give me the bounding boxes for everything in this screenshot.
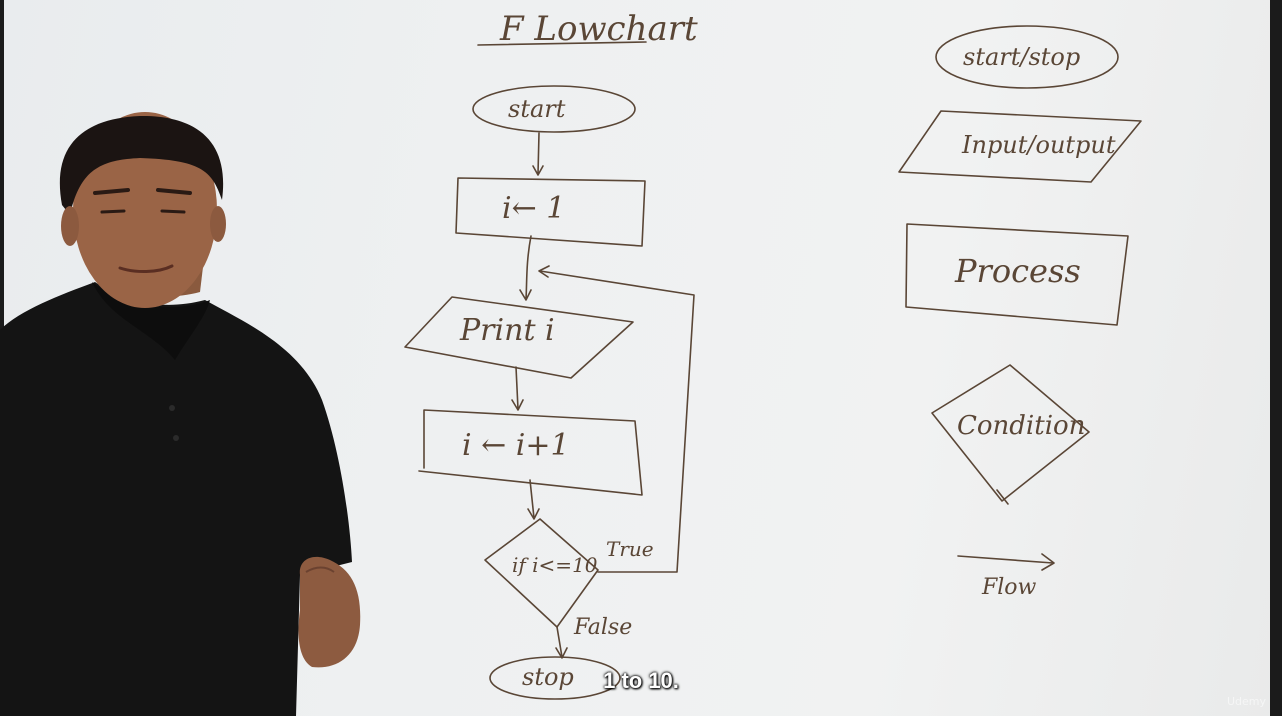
flow-arrow-4 bbox=[527, 479, 540, 520]
legend-flow-label: Flow bbox=[981, 575, 1037, 600]
presenter-hair bbox=[59, 115, 224, 215]
print-io-shape bbox=[404, 296, 634, 379]
init-label: i← 1 bbox=[502, 191, 565, 226]
legend-io-label: Input/output bbox=[961, 131, 1116, 159]
presenter-hand bbox=[298, 556, 361, 668]
shirt-button-2 bbox=[173, 435, 179, 441]
print-label: Print i bbox=[459, 313, 555, 348]
legend-terminal-shape bbox=[935, 25, 1119, 89]
flow-arrow-2 bbox=[519, 235, 532, 301]
legend-process-label: Process bbox=[954, 252, 1081, 290]
presenter-mouth bbox=[118, 264, 174, 273]
presenter-ear-right bbox=[210, 206, 226, 242]
udemy-watermark: Udemy bbox=[1226, 695, 1266, 708]
stop-label: stop bbox=[522, 663, 574, 691]
presenter bbox=[0, 112, 361, 716]
presenter-ear-left bbox=[61, 206, 79, 246]
flow-arrow-3 bbox=[511, 366, 524, 411]
start-terminal bbox=[472, 85, 636, 133]
loop-back-arrow bbox=[538, 265, 695, 573]
legend-decision-shape bbox=[931, 364, 1090, 505]
legend-io-shape bbox=[898, 110, 1142, 183]
condition-label: if i<=10 bbox=[512, 553, 598, 577]
false-label: False bbox=[573, 615, 632, 640]
legend-terminal-label: start/stop bbox=[963, 43, 1080, 71]
shirt-button-1 bbox=[169, 405, 175, 411]
increment-label: i ← i+1 bbox=[462, 428, 570, 463]
legend-decision-label: Condition bbox=[957, 411, 1085, 441]
presenter-eyebrows bbox=[93, 188, 192, 195]
true-label: True bbox=[606, 537, 654, 561]
start-label: start bbox=[508, 95, 566, 123]
legend-process-shape bbox=[905, 223, 1129, 326]
presenter-thumb bbox=[305, 566, 335, 573]
title-underline bbox=[477, 41, 647, 46]
presenter-shirt bbox=[0, 282, 352, 716]
presenter-eyes bbox=[100, 209, 186, 214]
init-process-box bbox=[455, 177, 646, 247]
flow-arrow-5 bbox=[555, 626, 568, 659]
legend-flow-arrow bbox=[957, 553, 1055, 571]
flow-arrow-1 bbox=[532, 132, 544, 176]
video-caption: 1 to 10. bbox=[603, 668, 679, 693]
stop-terminal bbox=[489, 656, 621, 700]
